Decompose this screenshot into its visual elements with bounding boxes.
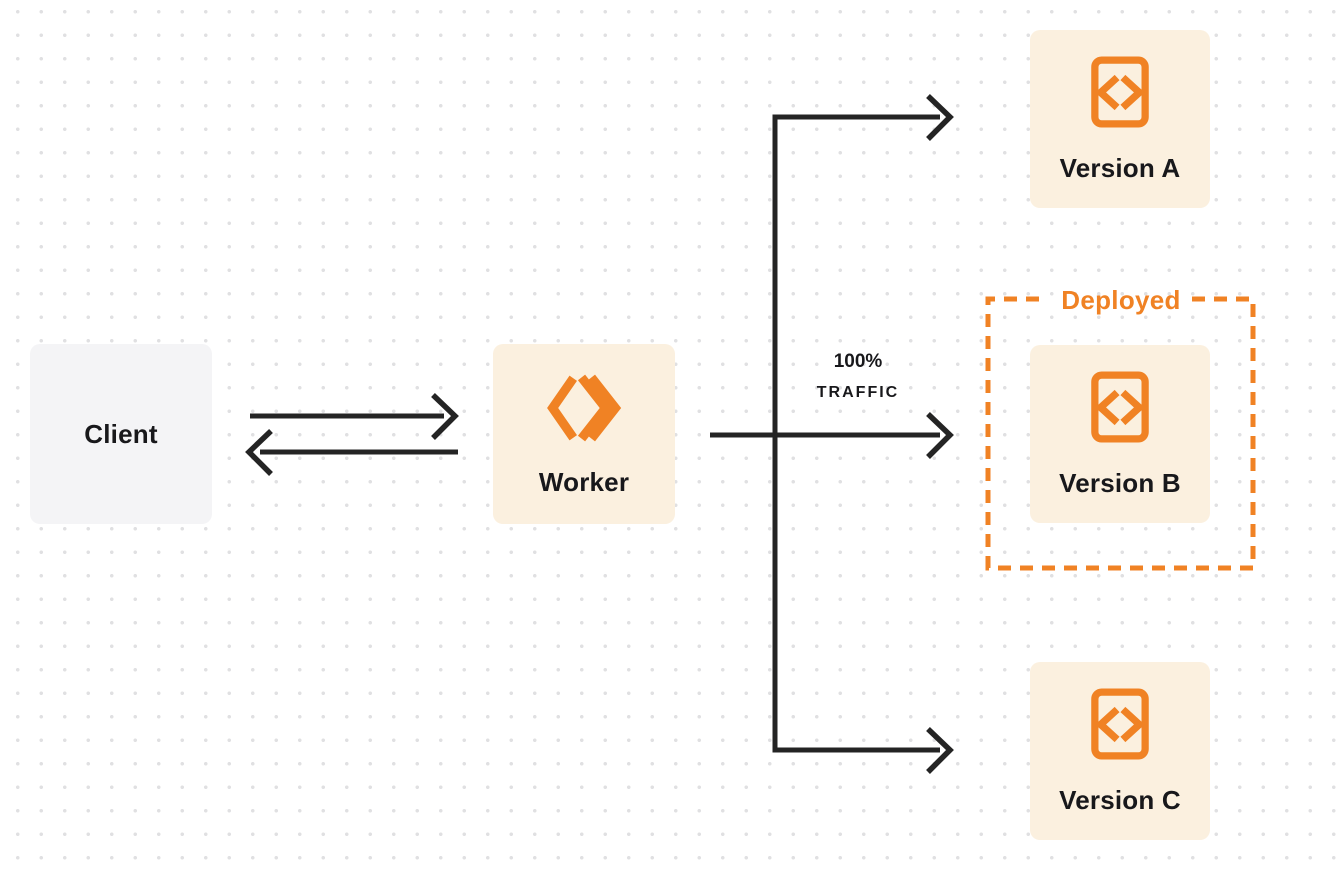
traffic-annotation: 100% TRAFFIC [768, 352, 948, 401]
client-node: Client [30, 344, 212, 524]
traffic-word: TRAFFIC [816, 384, 900, 401]
version-a-node: Version A [1030, 30, 1210, 208]
version-b-label: Version B [1059, 467, 1181, 498]
version-c-node: Version C [1030, 662, 1210, 840]
version-b-node: Version B [1030, 345, 1210, 523]
version-a-label: Version A [1059, 152, 1181, 183]
worker-node: Worker [493, 344, 675, 524]
code-file-icon [1091, 56, 1149, 128]
arrow-version-c-head [926, 727, 954, 774]
arrow-version-a-head [926, 94, 954, 141]
code-file-icon [1091, 371, 1149, 443]
cloudflare-workers-icon [547, 374, 622, 442]
traffic-percent: 100% [833, 351, 883, 372]
arrow-version-b-head [926, 412, 954, 459]
version-c-label: Version C [1059, 784, 1181, 815]
worker-label: Worker [538, 466, 630, 497]
deployed-label: Deployed [1061, 285, 1181, 315]
arrow-worker-to-client-head [245, 429, 273, 476]
code-file-icon [1091, 688, 1149, 760]
client-label: Client [84, 418, 158, 449]
arrow-client-to-worker-head [431, 393, 459, 440]
arrow-trunk [772, 114, 940, 753]
